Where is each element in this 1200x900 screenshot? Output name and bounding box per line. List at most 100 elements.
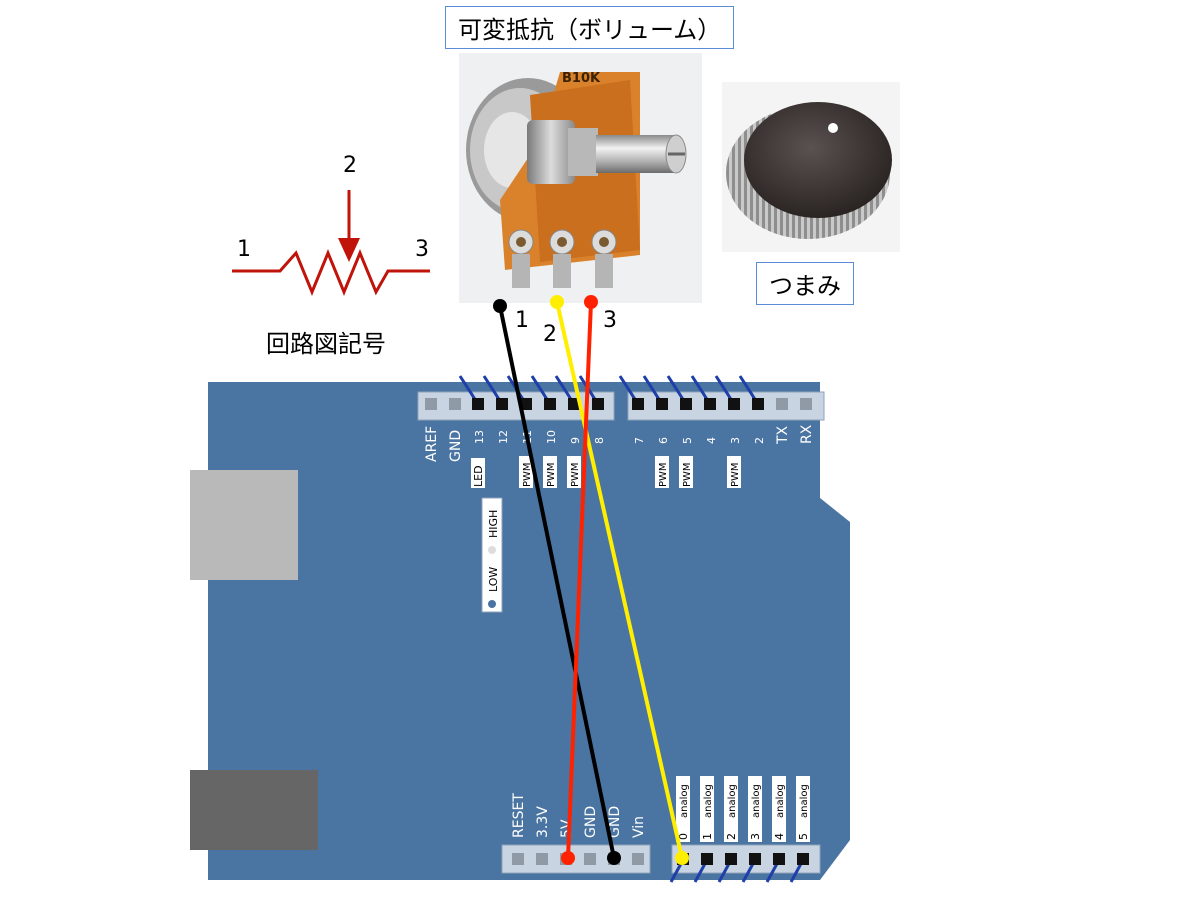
analog-label-bg-4 [772, 776, 786, 842]
wire-black-end-top [493, 299, 507, 313]
led-label: LED [472, 465, 485, 487]
pwm-label-bg-9 [567, 456, 581, 488]
schematic-pin-1: 1 [237, 237, 251, 262]
analog-number-3: 3 [749, 833, 762, 840]
digital-pin-6 [656, 398, 668, 410]
digital-pin-7 [632, 398, 644, 410]
led-low-label: LOW [487, 567, 500, 592]
digital-label-6: 9 [569, 437, 582, 444]
analog-header [671, 844, 821, 874]
power-label-5: Vin [631, 816, 647, 838]
pot-pin-1: 1 [515, 308, 529, 333]
pwm-label-3: PWM [730, 462, 741, 487]
knob-title: つまみ [756, 262, 854, 305]
usb-connector [190, 470, 298, 580]
analog-word-5: analog [799, 784, 810, 818]
analog-pin-A3 [749, 853, 761, 865]
knob-image [722, 82, 900, 252]
digital-pin-8 [592, 398, 604, 410]
pwm-label-9: PWM [570, 462, 581, 487]
potentiometer-image: B10K [459, 53, 702, 303]
power-label-0: RESET [511, 793, 527, 838]
analog-label-bg-2 [724, 776, 738, 842]
resistor-zigzag [232, 249, 430, 296]
arduino-board: HIGH LOW AREFGND1312111098765432TXRXLEDP… [190, 375, 850, 883]
pwm-label-bg-3 [727, 456, 741, 488]
led-high-label: HIGH [487, 510, 500, 538]
led-low-indicator [488, 600, 496, 608]
pwm-label-bg-5 [679, 456, 693, 488]
pot-marking: B10K [562, 71, 601, 86]
power-pin-5 [632, 853, 644, 865]
digital-pin-AREF [425, 398, 437, 410]
analog-number-4: 4 [773, 833, 786, 840]
analog-number-0: 0 [677, 833, 690, 840]
analog-word-1: analog [703, 784, 714, 818]
digital-label-12: 3 [729, 437, 742, 444]
digital-label-13: 2 [753, 437, 766, 444]
wire-yellow-end-top [550, 295, 564, 309]
wiper-arrow-icon [338, 238, 360, 262]
digital-label-1: GND [448, 430, 464, 462]
digital-pin-RX [800, 398, 812, 410]
analog-pin-A5 [797, 853, 809, 865]
pot-terminals [508, 229, 617, 288]
analog-pin-A1 [701, 853, 713, 865]
digital-label-11: 4 [705, 437, 718, 444]
analog-word-3: analog [751, 784, 762, 818]
knob-dot-icon [828, 123, 838, 133]
analog-number-2: 2 [725, 833, 738, 840]
power-label-1: 3.3V [535, 806, 551, 838]
schematic-symbol: 1 2 3 [232, 153, 430, 296]
analog-word-4: analog [775, 784, 786, 818]
digital-pin-9 [568, 398, 580, 410]
power-pin-1 [536, 853, 548, 865]
pwm-label-bg-6 [655, 456, 669, 488]
analog-word-2: analog [727, 784, 738, 818]
digital-pin-11 [520, 398, 532, 410]
dc-jack [190, 770, 318, 850]
wire-red-end-5v [561, 851, 575, 865]
digital-label-8: 7 [633, 437, 646, 444]
digital-label-14: TX [775, 425, 791, 445]
analog-label-bg-0 [676, 776, 690, 842]
power-label-4: GND [607, 806, 623, 838]
schematic-title: 回路図記号 [266, 330, 386, 358]
analog-label-bg-3 [748, 776, 762, 842]
schematic-pin-2: 2 [343, 153, 357, 178]
digital-label-3: 12 [497, 430, 510, 444]
potentiometer-title: 可変抵抗（ボリューム） [445, 6, 735, 49]
analog-pin-A2 [725, 853, 737, 865]
digital-label-0: AREF [424, 426, 440, 462]
wire-red-end-top [584, 295, 598, 309]
power-label-3: GND [583, 806, 599, 838]
led-switch [481, 497, 503, 613]
analog-pin-A4 [773, 853, 785, 865]
wires [493, 295, 689, 865]
power-header [501, 844, 651, 874]
led-high-indicator [488, 546, 496, 554]
analog-number-1: 1 [701, 833, 714, 840]
schematic-pin-3: 3 [415, 237, 429, 262]
analog-label-bg-5 [796, 776, 810, 842]
digital-pin-2 [752, 398, 764, 410]
digital-pin-10 [544, 398, 556, 410]
digital-label-7: 8 [593, 437, 606, 444]
wire-black [498, 305, 616, 859]
analog-label-bg-1 [700, 776, 714, 842]
pwm-label-bg-11 [519, 456, 533, 488]
digital-pin-GND [449, 398, 461, 410]
pwm-label-11: PWM [522, 462, 533, 487]
digital-pin-12 [496, 398, 508, 410]
digital-pin-4 [704, 398, 716, 410]
analog-number-5: 5 [797, 833, 810, 840]
digital-label-5: 10 [545, 430, 558, 444]
pot-pin-2: 2 [543, 322, 557, 347]
digital-pin-3 [728, 398, 740, 410]
wire-yellow [555, 301, 684, 859]
pwm-label-6: PWM [658, 462, 669, 487]
pot-pin-3: 3 [603, 308, 617, 333]
analog-word-0: analog [679, 784, 690, 818]
digital-label-10: 5 [681, 437, 694, 444]
